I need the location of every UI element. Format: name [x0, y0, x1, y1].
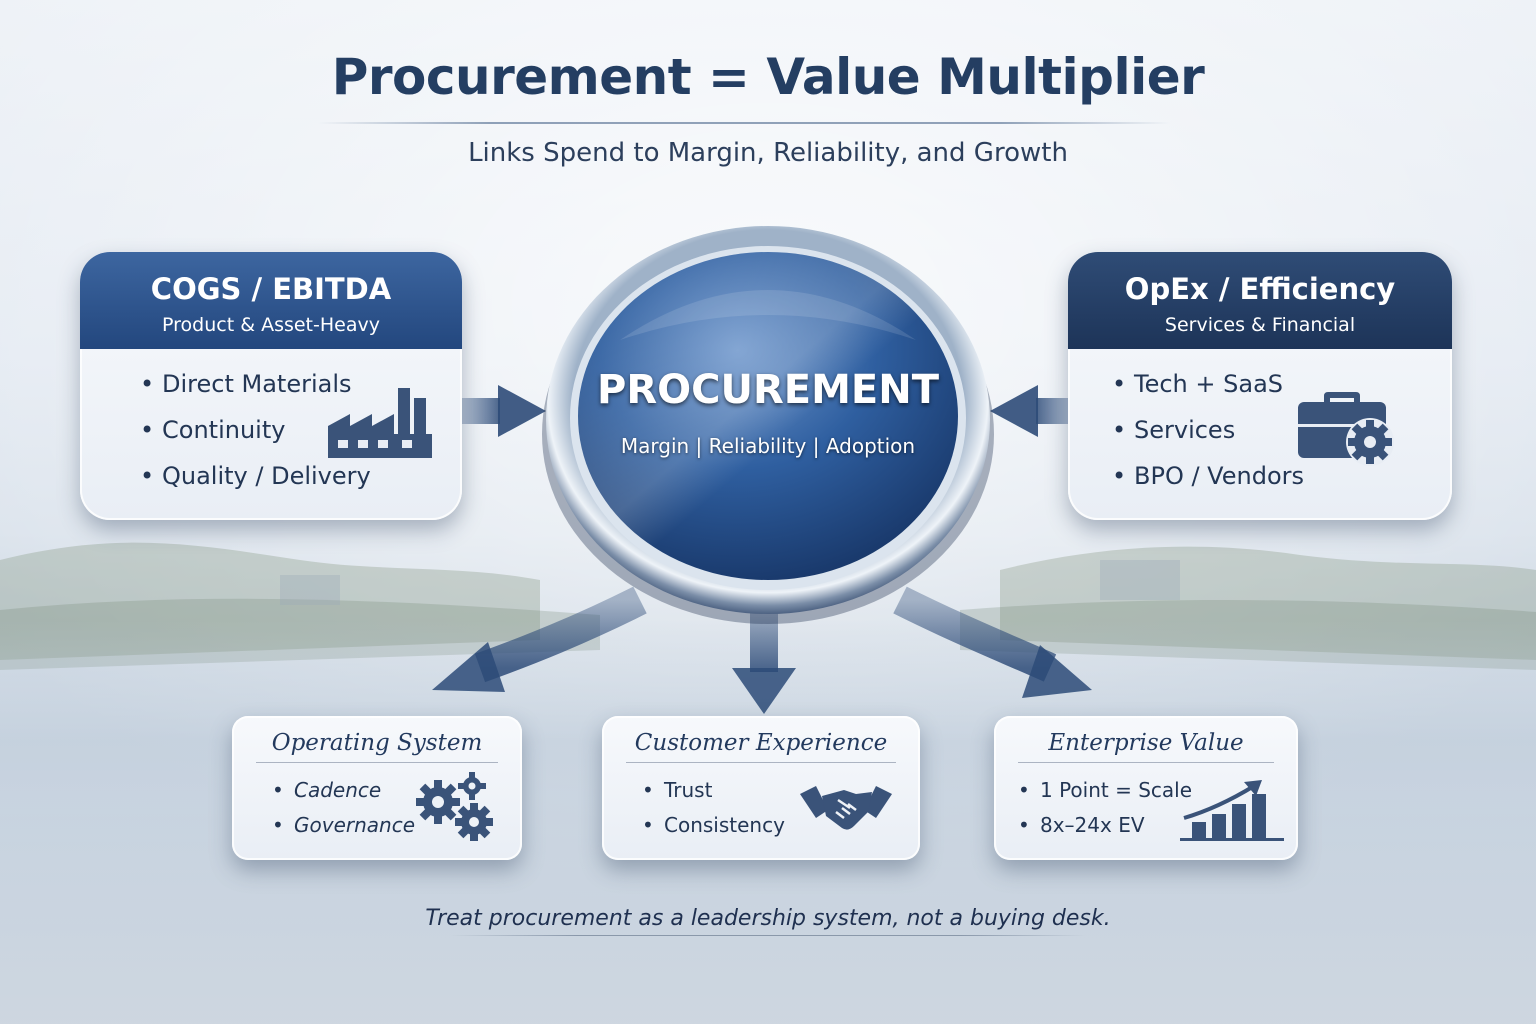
- list-item: Direct Materials: [140, 366, 371, 412]
- cogs-ebitda-title: COGS / EBITDA: [150, 272, 392, 306]
- cogs-ebitda-header: COGS / EBITDA Product & Asset-Heavy: [80, 252, 462, 349]
- growth-chart-icon: [1180, 780, 1284, 841]
- list-item: Tech + SaaS: [1112, 366, 1304, 412]
- customer-experience-divider: [626, 762, 896, 763]
- opex-efficiency-header: OpEx / Efficiency Services & Financial: [1068, 252, 1452, 349]
- hub-subtitle: Margin | Reliability | Adoption: [620, 434, 916, 458]
- list-item: 1 Point = Scale: [1018, 776, 1192, 811]
- list-item: Consistency: [642, 811, 785, 846]
- operating-system-card: Operating System Cadence Governance: [232, 716, 522, 860]
- opex-efficiency-subtitle: Services & Financial: [1164, 314, 1356, 336]
- customer-experience-card: Customer Experience Trust Consistency: [602, 716, 920, 860]
- opex-efficiency-title: OpEx / Efficiency: [1124, 272, 1396, 306]
- customer-experience-title: Customer Experience: [634, 730, 888, 756]
- cogs-ebitda-card: COGS / EBITDA Product & Asset-Heavy Dire…: [80, 252, 462, 520]
- enterprise-value-card: Enterprise Value 1 Point = Scale 8x–24x …: [994, 716, 1298, 860]
- operating-system-title: Operating System: [271, 730, 483, 756]
- title-divider: [318, 122, 1170, 124]
- list-item: BPO / Vendors: [1112, 458, 1304, 504]
- procurement-hub: [542, 226, 994, 624]
- customer-experience-list: Trust Consistency: [642, 776, 785, 846]
- list-item: Services: [1112, 412, 1304, 458]
- gears-icon: [416, 772, 493, 841]
- list-item: Trust: [642, 776, 785, 811]
- list-item: Governance: [272, 811, 415, 846]
- list-item: 8x–24x EV: [1018, 811, 1192, 846]
- hub-title: PROCUREMENT: [597, 367, 939, 413]
- page-title: Procurement = Value Multiplier: [331, 48, 1205, 106]
- briefcase-gear-icon: [1298, 392, 1394, 466]
- footer-tagline: Treat procurement as a leadership system…: [425, 906, 1111, 931]
- opex-efficiency-list: Tech + SaaS Services BPO / Vendors: [1112, 366, 1304, 504]
- factory-icon: [328, 388, 432, 458]
- handshake-icon: [800, 786, 892, 830]
- opex-efficiency-card: OpEx / Efficiency Services & Financial T…: [1068, 252, 1452, 520]
- list-item: Quality / Delivery: [140, 458, 371, 504]
- page-subtitle: Links Spend to Margin, Reliability, and …: [468, 138, 1068, 168]
- operating-system-divider: [256, 762, 498, 763]
- enterprise-value-divider: [1018, 762, 1274, 763]
- list-item: Continuity: [140, 412, 371, 458]
- operating-system-list: Cadence Governance: [272, 776, 415, 846]
- list-item: Cadence: [272, 776, 415, 811]
- cogs-ebitda-subtitle: Product & Asset-Heavy: [162, 314, 380, 336]
- footer-underline: [450, 935, 1086, 936]
- enterprise-value-title: Enterprise Value: [1048, 730, 1244, 756]
- cogs-ebitda-list: Direct Materials Continuity Quality / De…: [140, 366, 371, 504]
- enterprise-value-list: 1 Point = Scale 8x–24x EV: [1018, 776, 1192, 846]
